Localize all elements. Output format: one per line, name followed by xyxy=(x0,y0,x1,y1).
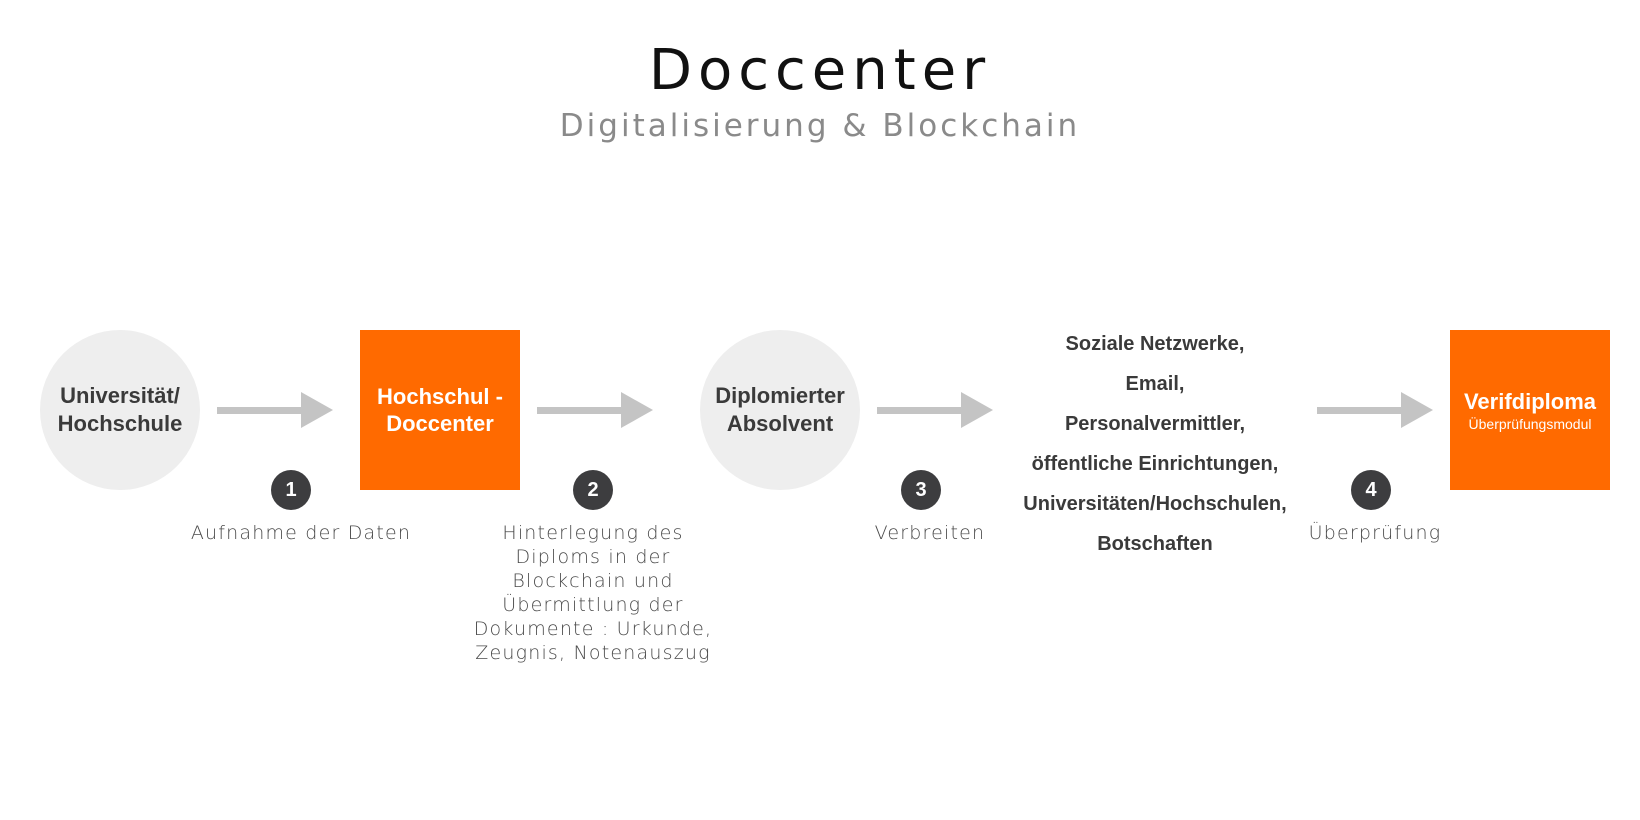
channel-item: Soziale Netzwerke, xyxy=(1065,333,1245,355)
arrow-right-icon xyxy=(877,392,993,428)
arrow-head xyxy=(301,392,333,428)
channel-item: Botschaften xyxy=(1097,533,1213,555)
arrow-head xyxy=(961,392,993,428)
channel-item: Universitäten/Hochschulen, xyxy=(1023,493,1287,515)
node-graduate: Diplomierter Absolvent xyxy=(700,330,860,490)
arrow-right-icon xyxy=(537,392,653,428)
channel-item: Personalvermittler, xyxy=(1064,413,1246,435)
channel-item: Email, xyxy=(1125,373,1185,395)
distribution-channels: Soziale Netzwerke, Email, Personalvermit… xyxy=(985,325,1325,565)
arrow-head xyxy=(1401,392,1433,428)
step-badge-1: 1 xyxy=(271,470,311,510)
arrow-right-icon xyxy=(217,392,333,428)
page-title: Doccenter xyxy=(648,38,992,103)
node-university-label: Universität/ Hochschule xyxy=(57,383,183,436)
node-verifdiploma: Verifdiploma Überprüfungsmodul xyxy=(1450,330,1610,490)
step-label-4: Überprüfung xyxy=(1308,522,1442,544)
step-badge-4: 4 xyxy=(1351,470,1391,510)
node-verifdiploma-label: Verifdiploma xyxy=(1463,388,1597,414)
arrow-shaft xyxy=(877,407,962,414)
arrow-shaft xyxy=(217,407,302,414)
step-label-3: Verbreiten xyxy=(874,522,986,544)
arrow-shaft xyxy=(1317,407,1402,414)
node-graduate-label: Diplomierter Absolvent xyxy=(715,383,845,436)
arrow-right-icon xyxy=(1317,392,1433,428)
channel-item: öffentliche Einrichtungen, xyxy=(1031,453,1279,475)
step-badge-2: 2 xyxy=(573,470,613,510)
step-label-1: Aufnahme der Daten xyxy=(190,522,412,544)
node-university: Universität/ Hochschule xyxy=(40,330,200,490)
arrow-head xyxy=(621,392,653,428)
step-badge-3: 3 xyxy=(901,470,941,510)
node-doccenter: Hochschul - Doccenter xyxy=(360,330,520,490)
node-doccenter-label: Hochschul - Doccenter xyxy=(377,384,503,436)
step-label-2: Hinterlegung des Diploms in der Blockcha… xyxy=(473,522,713,664)
page-subtitle: Digitalisierung & Blockchain xyxy=(559,108,1081,144)
arrow-shaft xyxy=(537,407,622,414)
node-verifdiploma-sublabel: Überprüfungsmodul xyxy=(1468,415,1592,432)
